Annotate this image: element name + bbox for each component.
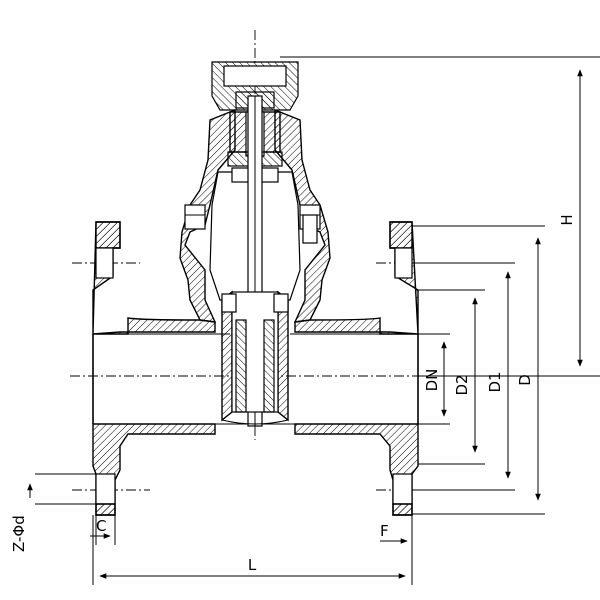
dimension-d2: D2 [418, 289, 485, 465]
dimension-d1: D1 [412, 262, 515, 491]
dimension-f: F [380, 515, 413, 548]
label-d: D [516, 374, 534, 386]
label-d2: D2 [453, 374, 471, 395]
label-c: C [96, 517, 106, 535]
dimension-zd: Z-Φd [10, 473, 96, 552]
dimension-dn: DN [418, 333, 450, 425]
label-f: F [380, 522, 389, 540]
label-d1: D1 [486, 371, 504, 392]
label-zd: Z-Φd [10, 515, 28, 552]
valve-body [92, 221, 419, 516]
label-l: L [248, 556, 257, 574]
dimension-l: L [92, 515, 413, 585]
label-dn: DN [423, 369, 441, 392]
label-h: H [558, 214, 576, 225]
dimension-d: D [412, 225, 545, 515]
stem-and-gate [221, 95, 289, 427]
dimension-c: C [90, 515, 116, 545]
